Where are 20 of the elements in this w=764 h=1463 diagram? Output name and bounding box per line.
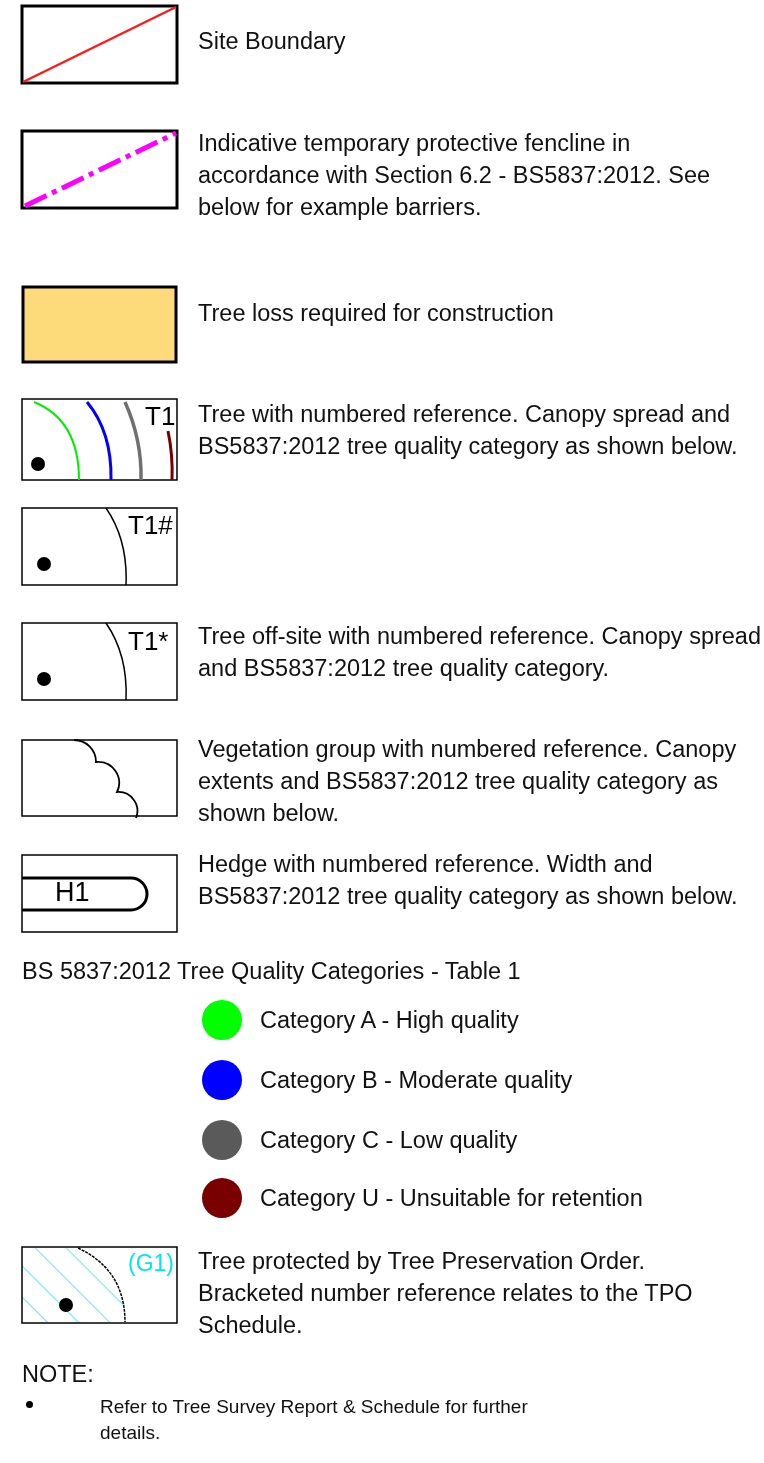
legend-text: Category A - High quality (260, 1006, 520, 1035)
legend-text: Site Boundary (198, 27, 347, 56)
note-heading: NOTE: (22, 1363, 94, 1387)
hedge-reference: H1 (55, 879, 90, 906)
legend-text: Category C - Low quality (260, 1126, 519, 1155)
legend-text: Tree loss required for construction (198, 299, 555, 328)
legend-text: Hedge with numbered reference. Width and BS5837:2012 tree quality category as shown below. (198, 850, 739, 911)
legend-text: Vegetation group with numbered reference. Canopy extents and BS5837:2012 tree quality category as shown below. (198, 735, 738, 828)
legend-text: Indicative temporary protective fencline in accordance with Section 6.2 - BS5837:2012. See below for example barriers. (198, 129, 712, 222)
tree-reference: T1* (128, 628, 169, 654)
table-heading: BS 5837:2012 Tree Quality Categories - Table 1 (22, 960, 521, 984)
note-text: Refer to Tree Survey Report & Schedule for further details. (100, 1395, 529, 1445)
legend-text: Category U - Unsuitable for retention (260, 1184, 644, 1213)
legend-text: Category B - Moderate quality (260, 1066, 574, 1095)
legend-text: Tree protected by Tree Preservation Order. Bracketed number reference relates to the TPO Schedule. (198, 1247, 694, 1340)
tree-reference: T1# (128, 512, 173, 538)
tpo-reference: (G1) (128, 1252, 174, 1275)
tree-reference: T1 (145, 403, 176, 429)
legend-text: Tree off-site with numbered reference. Canopy spread and BS5837:2012 tree quality category. (198, 622, 762, 683)
legend-text: Tree with numbered reference. Canopy spread and BS5837:2012 tree quality category as shown below. (198, 400, 739, 461)
